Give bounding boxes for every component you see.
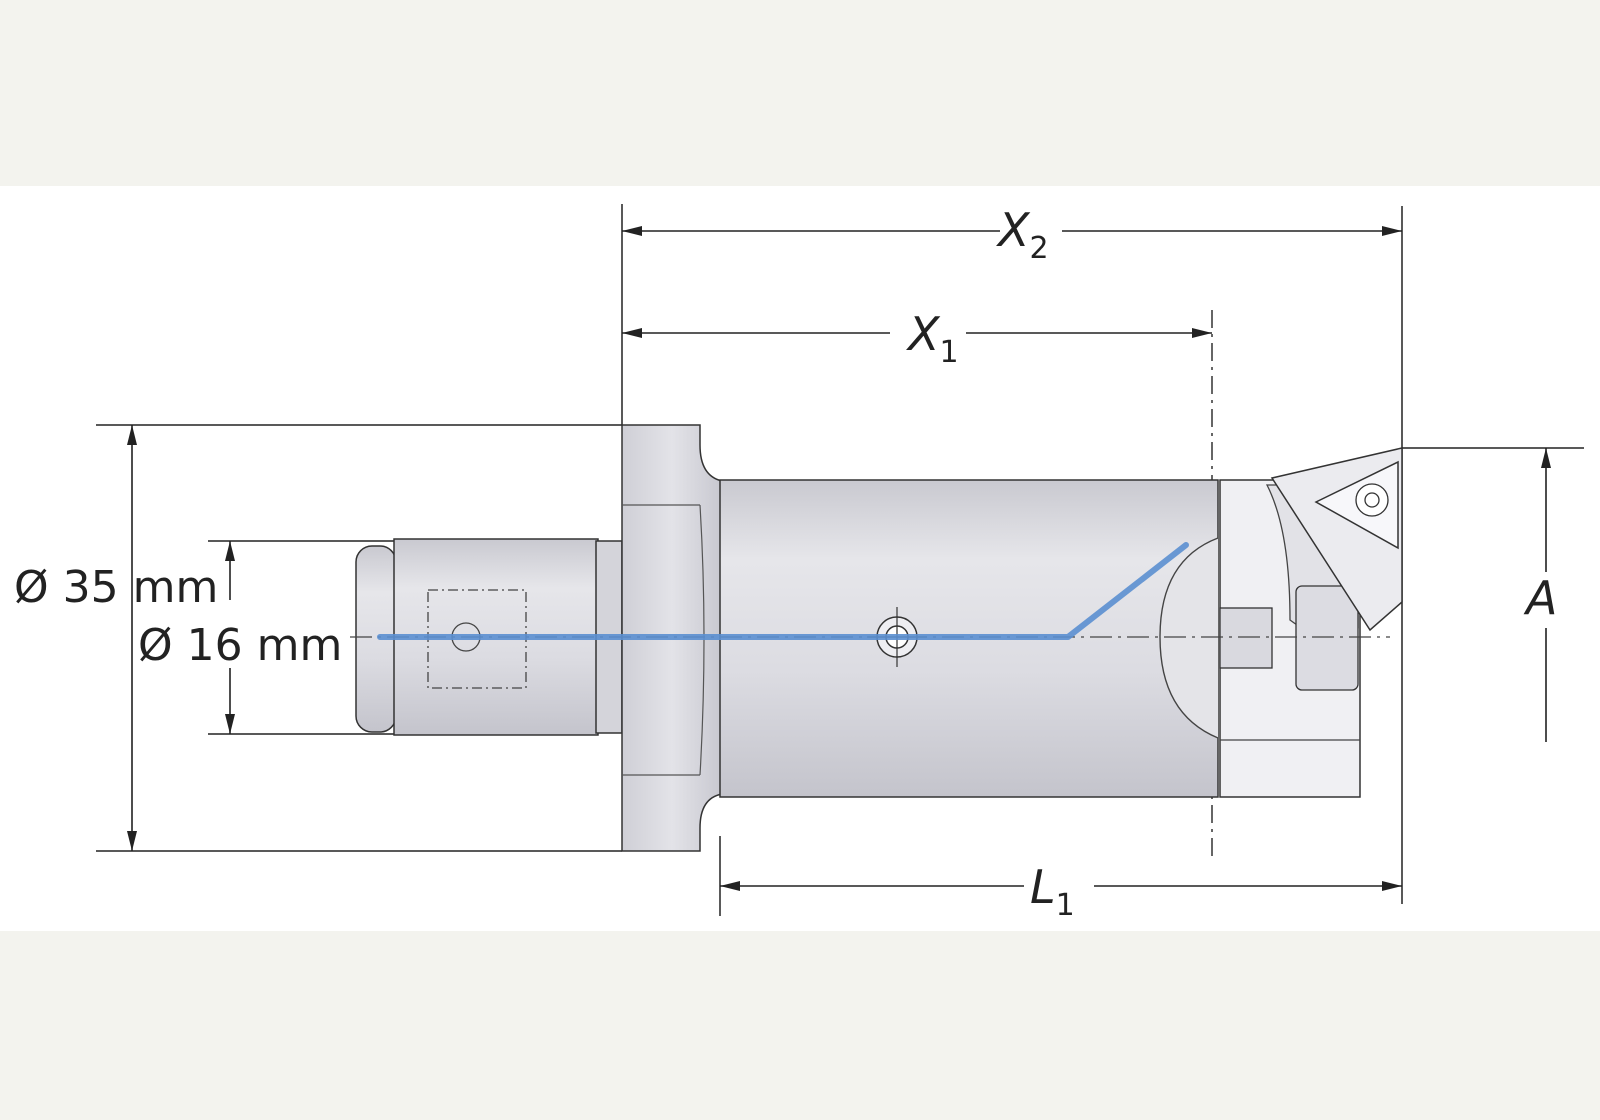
inner-diameter-label: Ø 16 mm: [138, 620, 342, 671]
clamp-screw-shank: [1219, 607, 1273, 669]
cutting-head: [1219, 447, 1403, 798]
l1-label: L1: [1030, 860, 1075, 923]
coolant-channel: [377, 542, 1189, 640]
a-label: A: [1523, 571, 1557, 625]
x2-label: X2: [996, 203, 1049, 266]
body-chamfer: [1159, 537, 1219, 739]
outer-diameter-label: Ø 35 mm: [14, 562, 218, 613]
clamp-screw-head: [1295, 585, 1359, 691]
x1-label: X1: [906, 307, 959, 370]
dimension-lines: [127, 226, 1551, 891]
insert-screw: [1355, 483, 1389, 517]
